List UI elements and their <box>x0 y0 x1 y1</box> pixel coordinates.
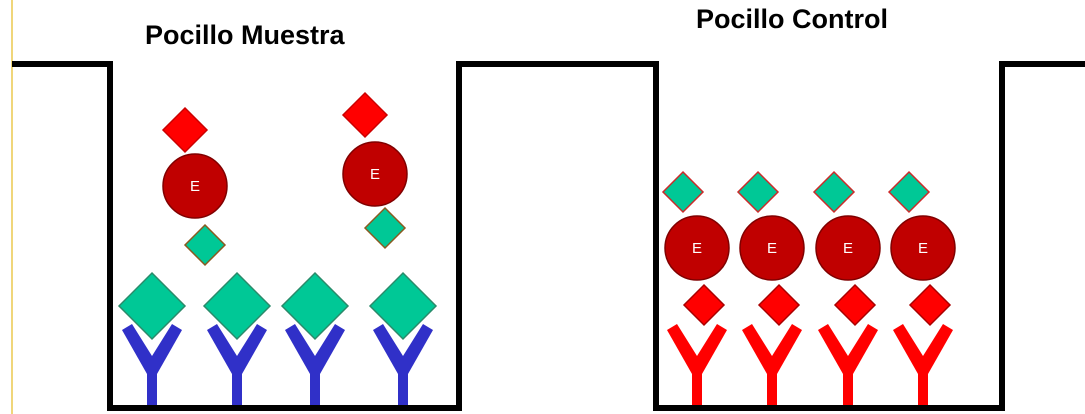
control-antibody <box>893 324 953 405</box>
control-well-title: Pocillo Control <box>696 4 888 34</box>
enzyme-label: E <box>692 240 702 257</box>
sample-well-outline <box>12 61 1085 411</box>
control-antibody <box>742 324 802 405</box>
red-antigen <box>161 106 209 154</box>
sample-antibody <box>373 324 433 405</box>
control-bound-antigen <box>908 283 952 327</box>
control-antibody <box>818 324 878 405</box>
control-bound-antigen <box>833 283 877 327</box>
free-enzyme-conjugate: E <box>342 141 408 207</box>
sample-well: EE <box>117 91 438 405</box>
bound-enzyme-conjugate: E <box>739 215 805 281</box>
sample-antibody <box>207 324 267 405</box>
control-bound-antigen <box>757 283 801 327</box>
control-bound-antigen <box>682 283 726 327</box>
control-top-antigen <box>736 170 780 214</box>
sample-antibody <box>122 324 182 405</box>
sample-bound-antigen <box>202 271 272 341</box>
left-accent-bar <box>0 0 13 414</box>
sample-antibody <box>285 324 345 405</box>
red-antigen <box>341 91 389 139</box>
sample-bound-antigen <box>117 271 187 341</box>
control-top-antigen <box>661 170 705 214</box>
bound-enzyme-conjugate: E <box>664 215 730 281</box>
control-antibody <box>667 324 727 405</box>
enzyme-label: E <box>843 240 853 257</box>
bound-enzyme-conjugate: E <box>815 215 881 281</box>
enzyme-label: E <box>190 178 200 195</box>
enzyme-label: E <box>370 166 380 183</box>
enzyme-label: E <box>767 240 777 257</box>
control-top-antigen <box>812 170 856 214</box>
sample-bound-antigen <box>368 271 438 341</box>
bound-enzyme-conjugate: E <box>890 215 956 281</box>
sample-well-title: Pocillo Muestra <box>145 20 345 50</box>
green-antigen <box>363 206 407 250</box>
control-top-antigen <box>887 170 931 214</box>
enzyme-label: E <box>918 240 928 257</box>
free-enzyme-conjugate: E <box>162 153 228 219</box>
sample-bound-antigen <box>280 271 350 341</box>
green-antigen <box>183 223 227 267</box>
